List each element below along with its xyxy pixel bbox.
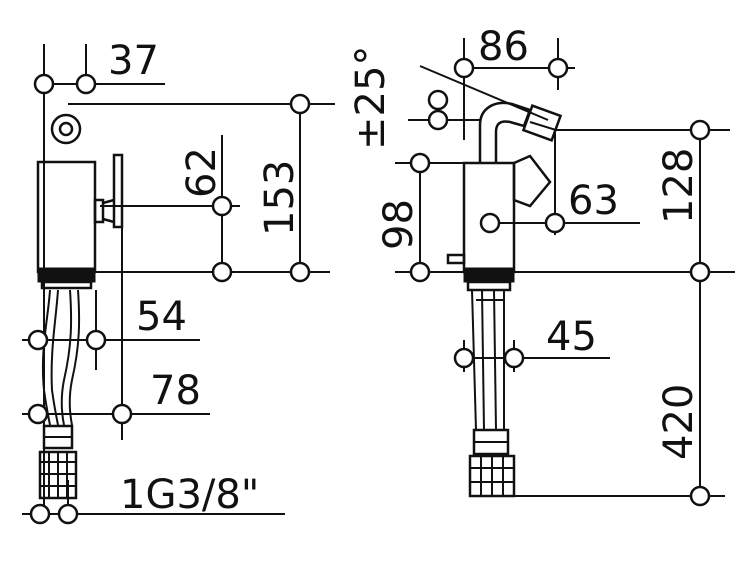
tilt-angle-label: ±25° [348, 46, 394, 150]
dim-78-label: 78 [150, 368, 201, 414]
dim-420-label: 420 [656, 384, 702, 460]
dim-153-label: 153 [257, 160, 303, 236]
thread-label: 1G3/8" [120, 472, 259, 518]
dim-63-label: 63 [568, 178, 619, 224]
dim-86-label: 86 [478, 24, 529, 70]
dim-54-label: 54 [136, 294, 187, 340]
dim-37-label: 37 [108, 38, 159, 84]
dim-98-label: 98 [376, 199, 422, 250]
side-view: 37 62 153 54 78 1G3/8" [22, 38, 335, 525]
front-view: 86 ±25° 98 63 128 45 420 [348, 24, 735, 507]
dim-128-label: 128 [656, 148, 702, 224]
dim-45-label: 45 [546, 314, 597, 360]
dim-62-label: 62 [179, 147, 225, 198]
